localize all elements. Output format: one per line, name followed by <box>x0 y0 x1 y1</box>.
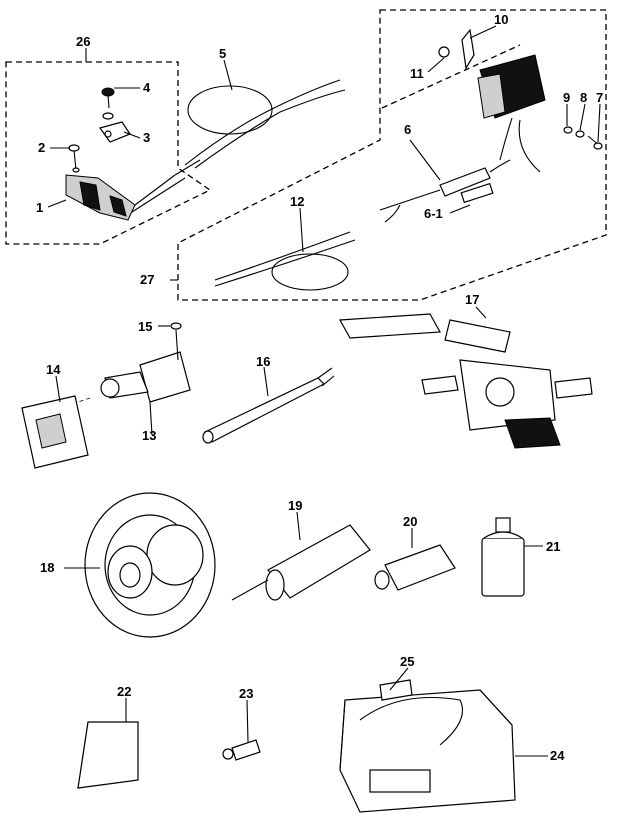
label-12: 12 <box>290 194 304 209</box>
rectifier-assembly <box>438 28 546 173</box>
label-6: 6 <box>404 122 411 137</box>
group-26-boundary <box>5 61 212 245</box>
label-25: 25 <box>400 654 414 669</box>
label-13: 13 <box>142 428 156 443</box>
group-27-boundary <box>177 9 607 301</box>
envelope-packet <box>77 721 139 789</box>
label-17: 17 <box>465 292 479 307</box>
leader-lines <box>47 25 601 757</box>
label-19: 19 <box>288 498 302 513</box>
label-2: 2 <box>38 140 45 155</box>
label-14: 14 <box>46 362 61 377</box>
cable-clamp <box>99 121 131 143</box>
label-5: 5 <box>219 46 226 61</box>
wire-harness-12 <box>214 231 356 291</box>
label-10: 10 <box>494 12 508 27</box>
label-6-1: 6-1 <box>424 206 443 221</box>
label-26: 26 <box>76 34 90 49</box>
label-16: 16 <box>256 354 270 369</box>
screw <box>68 144 80 173</box>
label-9: 9 <box>563 90 570 105</box>
label-11: 11 <box>410 66 424 81</box>
label-4: 4 <box>143 80 151 95</box>
label-18: 18 <box>40 560 54 575</box>
label-3: 3 <box>143 130 150 145</box>
fuse-holder <box>379 159 511 223</box>
label-7: 7 <box>596 90 603 105</box>
throttle-assembly <box>339 313 593 449</box>
label-27: 27 <box>140 272 154 287</box>
screw-8-9 <box>563 126 603 150</box>
tiller-rod <box>202 367 335 444</box>
connector-plug <box>65 174 186 221</box>
fuel-fitting <box>222 739 261 761</box>
callout-labels: 1 2 3 4 5 6 6-1 7 8 9 10 11 12 13 14 15 … <box>36 12 603 763</box>
label-20: 20 <box>403 514 417 529</box>
label-24: 24 <box>550 748 565 763</box>
label-8: 8 <box>580 90 587 105</box>
wire-harness <box>174 79 346 176</box>
label-1: 1 <box>36 200 43 215</box>
bracket-assembly <box>59 322 191 409</box>
grease-tube <box>374 544 456 591</box>
screw-washer <box>101 87 115 120</box>
label-21: 21 <box>546 539 560 554</box>
label-22: 22 <box>117 684 131 699</box>
label-23: 23 <box>239 686 253 701</box>
flywheel <box>84 492 216 638</box>
label-15: 15 <box>138 319 152 334</box>
grommet-plate <box>21 395 89 469</box>
fuel-tank <box>339 679 516 813</box>
spray-can <box>481 517 525 597</box>
sealant-tube <box>231 524 371 601</box>
